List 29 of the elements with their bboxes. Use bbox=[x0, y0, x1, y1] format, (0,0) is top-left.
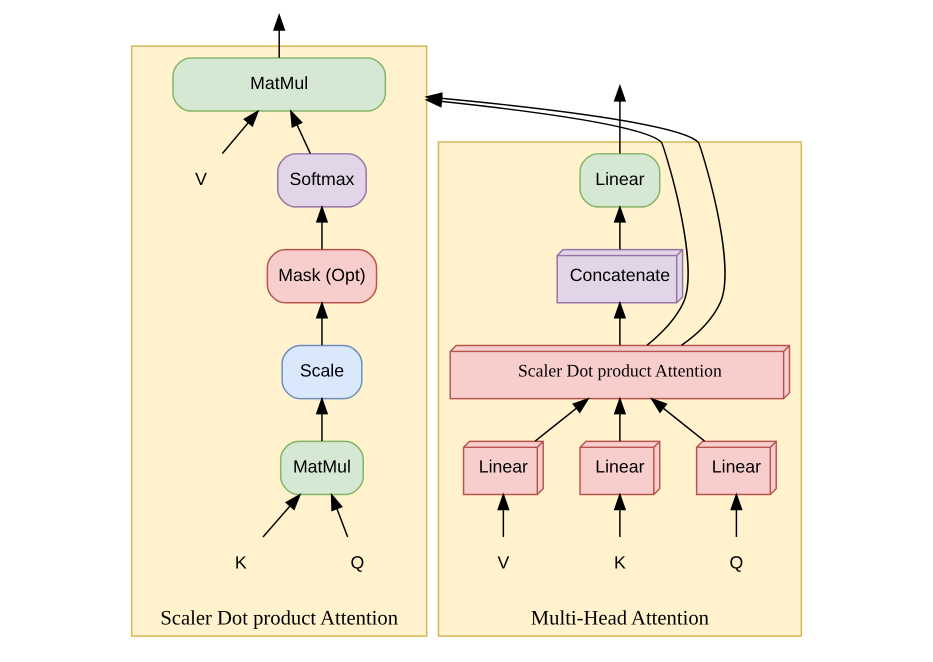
node-text: K bbox=[614, 552, 626, 572]
node-box: Linear bbox=[579, 153, 660, 208]
node-text: V bbox=[195, 168, 207, 189]
arrow bbox=[650, 398, 706, 442]
arrow bbox=[316, 396, 328, 442]
arrow bbox=[614, 492, 626, 537]
arrow bbox=[614, 84, 626, 154]
arrow bbox=[272, 13, 286, 58]
arrow bbox=[330, 492, 348, 538]
arrow bbox=[262, 493, 302, 538]
node-text: Q bbox=[730, 552, 744, 572]
arrow bbox=[222, 110, 260, 154]
node-box: Softmax bbox=[276, 153, 367, 208]
node-text: K bbox=[234, 552, 247, 572]
node-box: MatMul bbox=[172, 57, 386, 112]
arrow bbox=[534, 398, 590, 442]
node-text: V bbox=[497, 552, 510, 572]
arrow bbox=[730, 492, 743, 537]
arrow bbox=[316, 300, 328, 346]
arrow bbox=[497, 492, 510, 537]
arrow bbox=[290, 109, 311, 154]
node-box: MatMul bbox=[280, 440, 364, 496]
arrow bbox=[614, 204, 626, 250]
node-box: Mask (Opt) bbox=[266, 248, 378, 304]
arrow bbox=[614, 300, 626, 346]
node-text: Q bbox=[350, 552, 364, 572]
arrow bbox=[614, 396, 626, 442]
arrow bbox=[316, 204, 328, 250]
node-box: Scale bbox=[281, 344, 363, 400]
